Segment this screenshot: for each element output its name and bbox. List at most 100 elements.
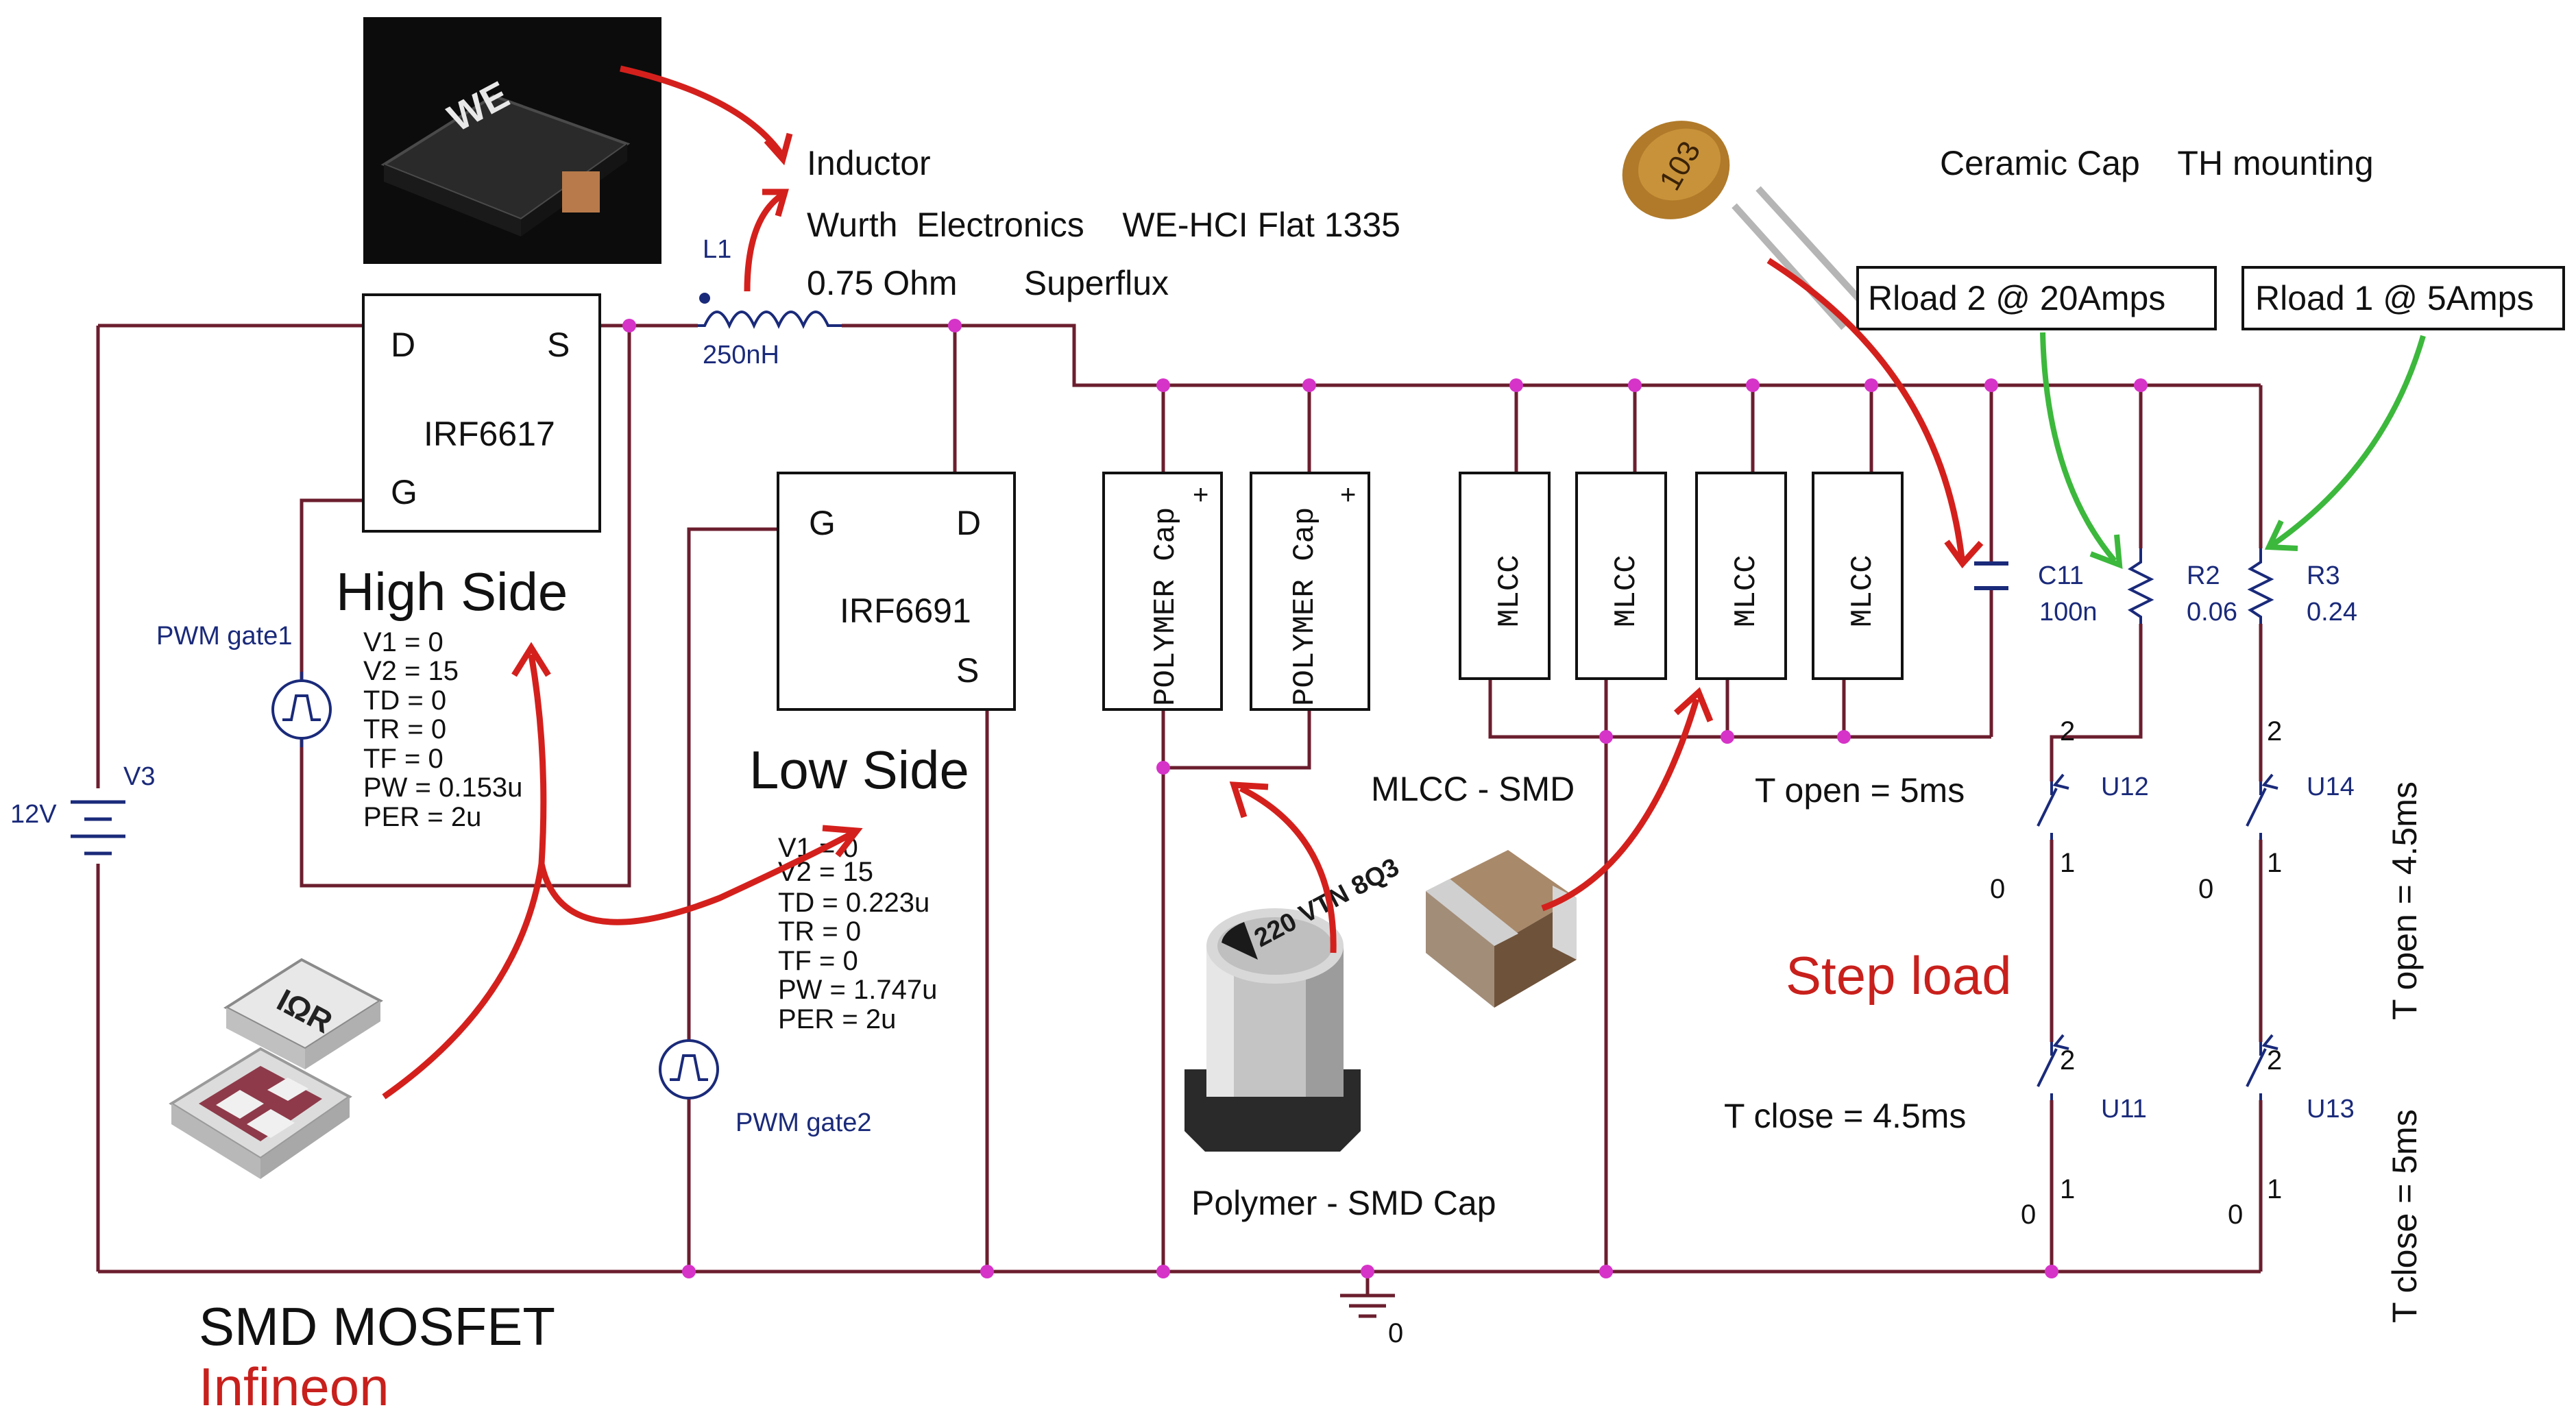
high-side-pin-s: S — [547, 326, 570, 364]
inductor-maker: Wurth Electronics WE-HCI Flat 1335 — [807, 206, 1400, 244]
t-open-right: T open = 4.5ms — [2385, 781, 2424, 1020]
high-side-part: IRF6617 — [424, 415, 555, 453]
svg-text:U11: U11 — [2101, 1095, 2147, 1124]
svg-text:1: 1 — [2060, 848, 2075, 878]
svg-text:PER = 2u: PER = 2u — [778, 1004, 896, 1034]
low-side-label: Low Side — [749, 740, 969, 800]
svg-text:R3: R3 — [2307, 561, 2340, 590]
svg-text:U12: U12 — [2101, 773, 2149, 801]
step-load-label: Step load — [1786, 945, 2012, 1006]
pwm-gate1-source: PWM gate1 — [156, 622, 332, 747]
high-side-mosfet: D S IRF6617 G — [362, 293, 601, 533]
t-open-left: T open = 5ms — [1755, 771, 1965, 810]
switch-u11: 2 1 0 U11 — [2021, 1034, 2147, 1230]
svg-text:+: + — [1340, 480, 1356, 510]
low-side-params: V1 = 0 V2 = 15 TD = 0.223u TR = 0 TF = 0… — [778, 833, 937, 1034]
svg-text:PW = 1.747u: PW = 1.747u — [778, 975, 937, 1005]
footer-line2: Infineon — [199, 1357, 389, 1417]
high-side-label: High Side — [336, 561, 568, 622]
mosfet-chip-photo: IΩR — [169, 958, 383, 1179]
resistor-r3: R3 0.24 — [2247, 548, 2357, 627]
svg-text:2: 2 — [2267, 1045, 2282, 1076]
svg-text:U13: U13 — [2307, 1095, 2355, 1124]
svg-text:1: 1 — [2267, 848, 2282, 878]
inductor-photo: WE — [363, 17, 661, 264]
low-side-mosfet: G D IRF6691 S — [777, 472, 1016, 711]
svg-text:PW = 0.153u: PW = 0.153u — [363, 773, 522, 803]
mlcc-1: MLCC — [1459, 472, 1551, 680]
svg-text:TF = 0: TF = 0 — [778, 946, 858, 976]
polymer-photo-label: Polymer - SMD Cap — [1191, 1184, 1496, 1222]
low-side-pin-d: D — [956, 504, 981, 542]
svg-text:POLYMER Cap: POLYMER Cap — [1288, 507, 1322, 706]
inductor-symbol: L1 250nH — [698, 235, 842, 369]
svg-text:Rload 2 @ 20Amps: Rload 2 @ 20Amps — [1868, 279, 2165, 317]
pwm-gate2-source: PWM gate2 — [659, 1039, 872, 1137]
svg-text:TR = 0: TR = 0 — [363, 714, 446, 744]
wires — [96, 324, 2263, 1296]
high-side-pin-d: D — [391, 326, 415, 364]
low-side-pin-s: S — [956, 651, 979, 690]
inductor-title: Inductor — [807, 144, 931, 182]
pwm-gate2-label: PWM gate2 — [736, 1108, 872, 1137]
svg-text:V1 = 0: V1 = 0 — [363, 627, 443, 657]
rload1-box: Rload 1 @ 5Amps — [2241, 266, 2565, 330]
svg-text:TD = 0.223u: TD = 0.223u — [778, 888, 929, 918]
svg-text:MLCC: MLCC — [1729, 555, 1764, 627]
svg-text:0: 0 — [2198, 874, 2213, 904]
switch-u14: 2 1 0 U14 — [2198, 716, 2355, 904]
switch-u13: 2 1 0 U13 — [2228, 1034, 2355, 1230]
high-side-pin-g: G — [391, 473, 417, 511]
rload2-box: Rload 2 @ 20Amps — [1856, 266, 2217, 330]
footer-line1: SMD MOSFET — [199, 1296, 555, 1357]
resistor-r2: R2 0.06 — [2127, 548, 2237, 627]
switch-u12: 2 1 0 U12 — [1990, 716, 2149, 904]
mlcc-smd-label: MLCC - SMD — [1371, 770, 1575, 808]
svg-text:POLYMER Cap: POLYMER Cap — [1149, 507, 1183, 706]
svg-text:V2 = 15: V2 = 15 — [363, 656, 459, 686]
svg-text:+: + — [1193, 480, 1208, 510]
mlcc-photo — [1426, 850, 1577, 1008]
inductor-spec: 0.75 Ohm Superflux — [807, 264, 1169, 302]
mlcc-4: MLCC — [1812, 472, 1904, 680]
ceramic-cap-c11: C11 100n — [1974, 561, 2098, 627]
svg-text:TD = 0: TD = 0 — [363, 685, 446, 716]
svg-text:0: 0 — [1990, 874, 2005, 904]
svg-text:2: 2 — [2060, 1045, 2075, 1076]
svg-text:0: 0 — [2228, 1200, 2243, 1230]
svg-text:TR = 0: TR = 0 — [778, 916, 861, 947]
svg-text:2: 2 — [2060, 716, 2075, 746]
svg-text:1: 1 — [2267, 1174, 2282, 1204]
ceramic-cap-label: Ceramic Cap TH mounting — [1940, 144, 2374, 182]
polymer-cap-photo: 220 VTN 8Q3 — [1184, 853, 1404, 1152]
svg-text:MLCC: MLCC — [1493, 555, 1527, 627]
svg-text:0: 0 — [2021, 1200, 2036, 1230]
svg-text:R2: R2 — [2187, 561, 2220, 590]
low-side-part: IRF6691 — [840, 592, 971, 630]
svg-text:TF = 0: TF = 0 — [363, 744, 443, 774]
mlcc-2: MLCC — [1575, 472, 1667, 680]
svg-text:PER = 2u: PER = 2u — [363, 802, 481, 832]
polymer-cap-1: + POLYMER Cap — [1102, 472, 1223, 711]
svg-text:2: 2 — [2267, 716, 2282, 746]
low-side-pin-g: G — [809, 504, 836, 542]
svg-text:0: 0 — [1388, 1318, 1403, 1348]
high-side-params: V1 = 0 V2 = 15 TD = 0 TR = 0 TF = 0 PW =… — [363, 627, 522, 832]
battery-ref: V3 — [123, 762, 155, 791]
battery-v3: V3 12V — [10, 762, 155, 864]
svg-text:C11: C11 — [2038, 561, 2084, 590]
svg-text:0.24: 0.24 — [2307, 598, 2357, 627]
t-close-right: T close = 5ms — [2385, 1109, 2424, 1323]
ground-symbol: 0 — [1340, 1294, 1403, 1348]
svg-text:MLCC: MLCC — [1609, 555, 1644, 627]
ceramic-cap-photo: 103 — [1622, 121, 1867, 330]
t-close-left: T close = 4.5ms — [1724, 1097, 1966, 1135]
svg-text:1: 1 — [2060, 1174, 2075, 1204]
annotation-arrows-green — [2040, 332, 2426, 570]
battery-value: 12V — [10, 800, 57, 829]
pwm-gate1-label: PWM gate1 — [156, 622, 293, 651]
svg-text:MLCC: MLCC — [1846, 555, 1880, 627]
polymer-cap-2: + POLYMER Cap — [1250, 472, 1370, 711]
